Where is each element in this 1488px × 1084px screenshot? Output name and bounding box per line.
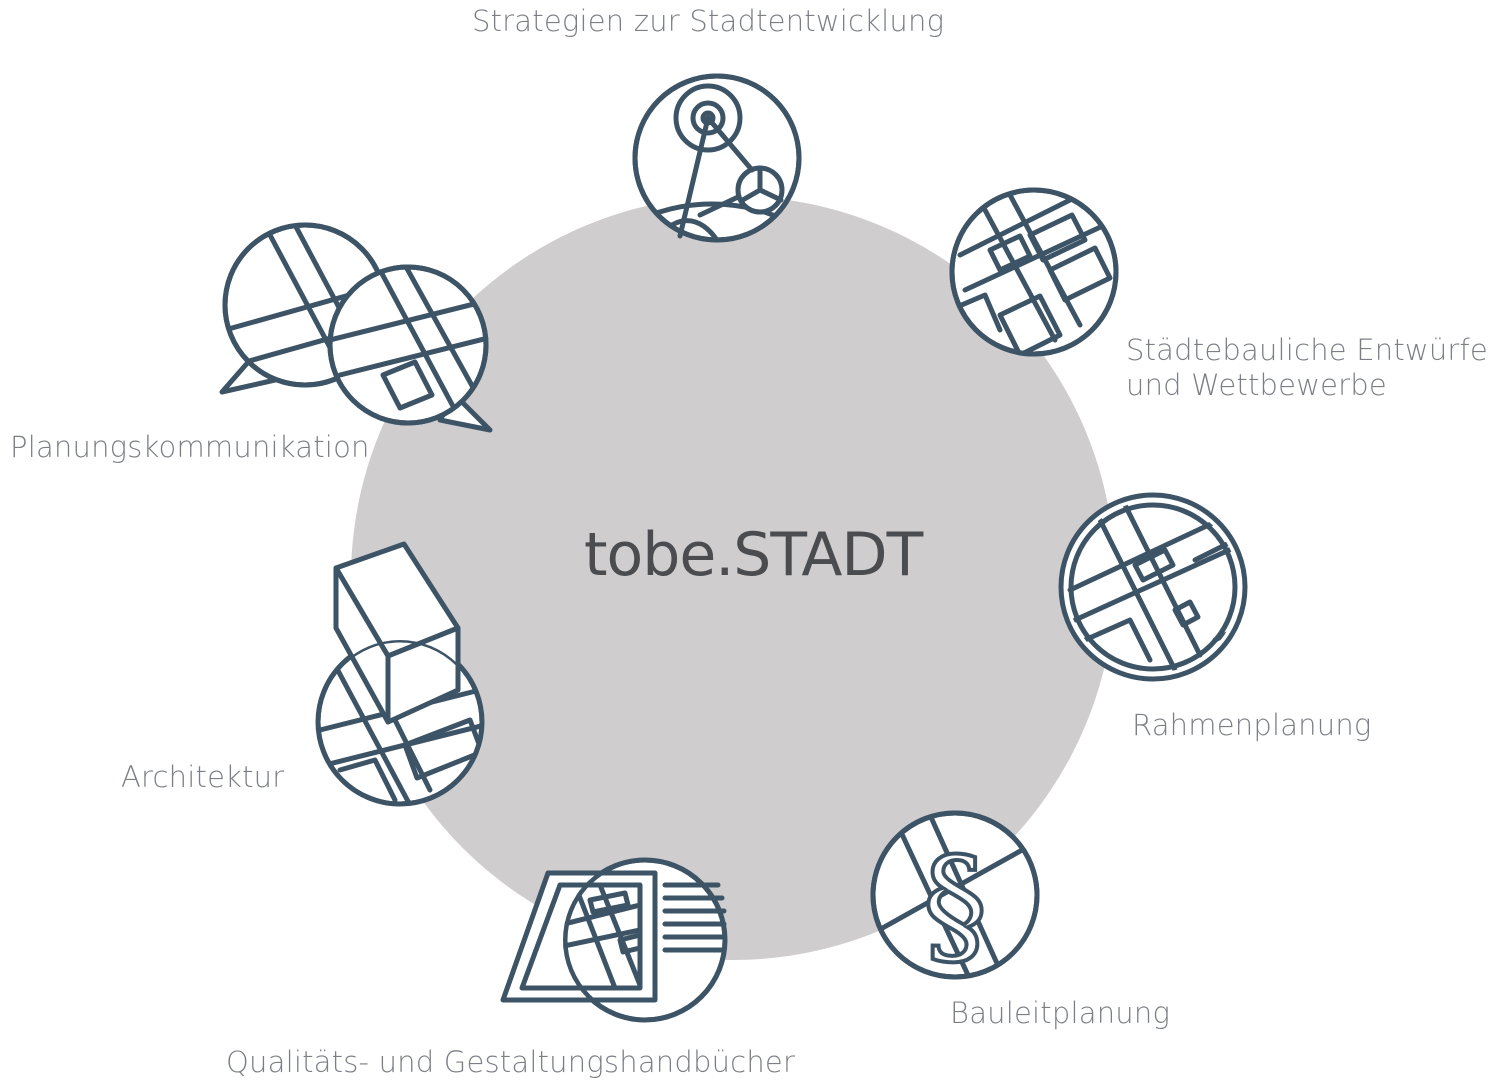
handbook-icon	[500, 857, 728, 1023]
label-architektur: Architektur	[121, 760, 285, 794]
urban-design-map-icon	[949, 187, 1119, 357]
label-rahmenplanung: Rahmenplanung	[1132, 708, 1372, 742]
building-cube-icon	[315, 541, 485, 807]
speech-bubbles-icon	[219, 222, 493, 433]
central-circle	[351, 196, 1115, 960]
paragraph-plan-icon: §	[870, 810, 1040, 983]
strategy-network-icon	[632, 73, 802, 243]
label-bauleitplanung: Bauleitplanung	[950, 996, 1171, 1030]
label-handbuecher: Qualitäts- und Gestaltungshandbücher	[226, 1045, 796, 1079]
framework-plan-icon	[1058, 492, 1248, 682]
center-title: tobe.STADT	[584, 520, 923, 590]
label-strategien: Strategien zur Stadtentwicklung	[472, 4, 945, 38]
svg-text:§: §	[923, 829, 988, 981]
label-planungskommunikation: Planungskommunikation	[10, 430, 370, 464]
label-staedtebau: Städtebauliche Entwürfe und Wettbewerbe	[1126, 333, 1488, 402]
